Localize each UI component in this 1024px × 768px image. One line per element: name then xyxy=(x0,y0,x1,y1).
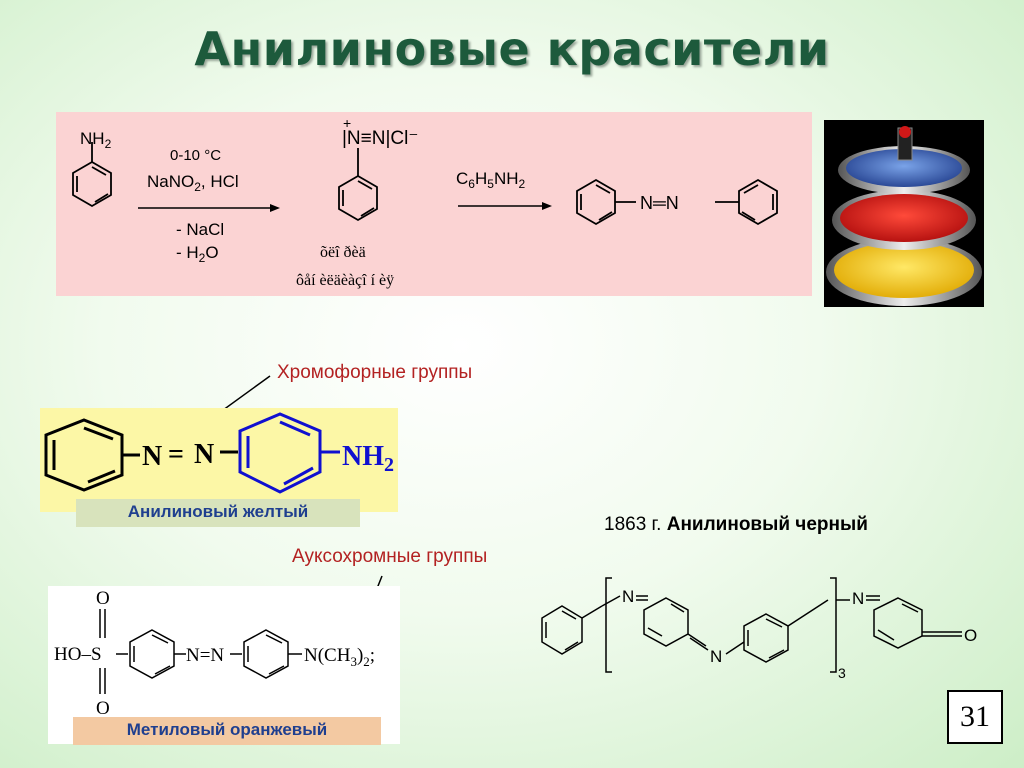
aniline-black-repeat-count: 3 xyxy=(838,665,846,680)
diazonium-group: |N≡N|Cl⁻ xyxy=(342,128,418,149)
byproduct-nacl: - NaCl xyxy=(176,220,224,239)
aniline-yellow-svg: N = N NH2 xyxy=(44,412,394,494)
chromophore-groups-label: Хромофорные группы xyxy=(277,362,473,383)
aniline-black-phenyl-ring xyxy=(541,605,583,655)
slide-number: 31 xyxy=(947,690,1003,744)
azobenzene-azo-bridge: N═N xyxy=(640,193,679,213)
reaction-temperature: 0-10 °C xyxy=(170,147,221,164)
aniline-black-nitrogen-right: N xyxy=(852,589,864,608)
dye-paint-cans-photo xyxy=(824,120,984,307)
azo-nitrogen-1: N xyxy=(142,441,162,472)
aniline-yellow-structure: N = N NH2 xyxy=(40,408,398,512)
aniline-black-name: Анилиновый черный xyxy=(666,514,868,535)
reaction-scheme-panel: NH2 0-10 °C NaNO2, HCl - NaCl - H2O + |N… xyxy=(56,112,812,296)
reaction-reagents: NaNO2, HCl xyxy=(147,172,239,194)
garbled-caption-line-2: ôåí èëäèàçî í èÿ xyxy=(296,272,394,289)
azo-nitrogen-2: N xyxy=(194,439,214,470)
diazonium-ring xyxy=(338,148,378,222)
aniline-black-structure: N N N O 3 xyxy=(541,577,977,680)
paint-cans-illustration xyxy=(826,126,982,306)
sulfonic-acid-group: HO–S xyxy=(54,644,102,665)
methyl-orange-azo-group: N=N xyxy=(186,645,224,666)
garbled-caption-line-1: õëî ðèä xyxy=(320,244,366,261)
diazonium-charge: + xyxy=(343,115,351,131)
aniline-yellow-phenyl-ring xyxy=(44,418,140,492)
sulfonyl-oxygen-top: O xyxy=(96,588,110,609)
aniline-amino-group: NH2 xyxy=(80,129,112,151)
reaction-scheme-svg: NH2 0-10 °C NaNO2, HCl - NaCl - H2O + |N… xyxy=(72,115,778,289)
aniline-yellow-amino-ring xyxy=(238,412,340,494)
second-reagent: C6H5NH2 xyxy=(456,169,526,191)
aniline-black-nitrogen-left: N xyxy=(622,587,634,606)
dimethylamino-group: N(CH3)2; xyxy=(304,645,375,669)
aniline-black-title: 1863 г. Анилиновый черный xyxy=(604,514,868,536)
azobenzene-left-ring xyxy=(576,178,636,226)
slide-title: Анилиновые красители xyxy=(194,22,830,76)
aniline-yellow-label: Анилиновый желтый xyxy=(76,499,360,527)
methyl-orange-ring-2 xyxy=(243,629,289,679)
sulfonyl-oxygen-bottom: O xyxy=(96,698,110,719)
methyl-orange-svg: O HO–S O N=N N(CH3)2; xyxy=(54,588,375,719)
aniline-black-oxygen: O xyxy=(964,626,977,645)
aniline-black-nitrogen-middle: N xyxy=(710,647,722,666)
amino-group: NH2 xyxy=(342,441,394,476)
reaction-arrowhead-1 xyxy=(270,204,280,212)
byproduct-water: - H2O xyxy=(176,243,219,265)
aniline-ring xyxy=(72,142,112,208)
azobenzene-right-ring xyxy=(715,178,778,226)
auxochrome-groups-label: Ауксохромные группы xyxy=(292,546,488,567)
methyl-orange-label: Метиловый оранжевый xyxy=(73,717,381,745)
reaction-arrowhead-2 xyxy=(542,202,552,210)
aniline-black-year: 1863 г. xyxy=(604,514,662,535)
azo-double-bond: = xyxy=(168,439,184,470)
methyl-orange-ring-1 xyxy=(129,629,175,679)
